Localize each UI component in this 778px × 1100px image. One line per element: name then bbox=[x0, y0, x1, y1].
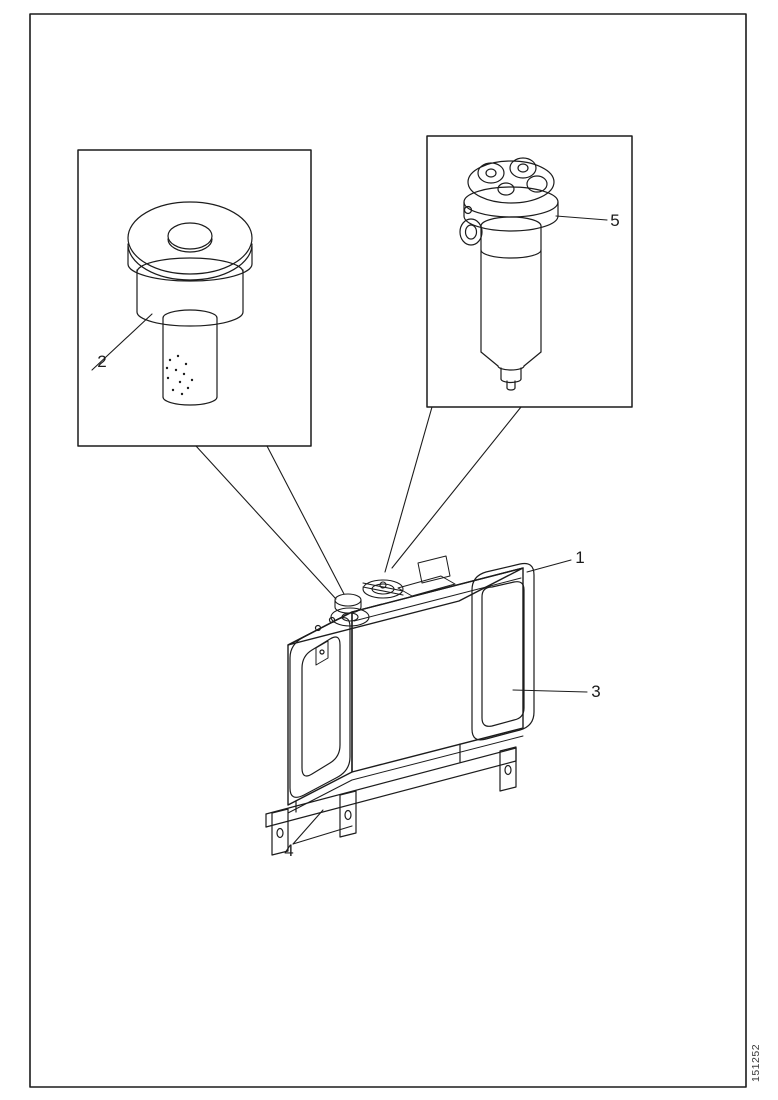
detail-pointer-lines bbox=[195, 406, 522, 600]
leader-line-1 bbox=[526, 559, 572, 573]
leader-line-3 bbox=[512, 689, 588, 693]
breather-detail-drawing bbox=[127, 201, 253, 406]
tank-breather-mount bbox=[330, 593, 370, 627]
detail-box-breather bbox=[77, 149, 312, 447]
tank-drawing bbox=[265, 555, 535, 856]
callout-3-label: 3 bbox=[591, 682, 600, 701]
callout-1-label: 1 bbox=[575, 548, 584, 567]
detail-box-filter bbox=[426, 135, 633, 408]
filter-detail-drawing bbox=[459, 157, 559, 391]
leader-line-2 bbox=[91, 313, 153, 371]
callout-2-label: 2 bbox=[97, 352, 106, 371]
page-border bbox=[29, 13, 747, 1088]
tank-skid bbox=[265, 743, 517, 856]
tank-top-plate bbox=[397, 555, 456, 597]
tank-filter-mount bbox=[362, 579, 404, 599]
doc-number: 151252 bbox=[750, 1044, 762, 1082]
callout-5-label: 5 bbox=[610, 211, 619, 230]
tank-left-hoop bbox=[289, 616, 351, 798]
tank-right-hoop bbox=[471, 562, 535, 741]
callout-4-label: 4 bbox=[284, 841, 293, 860]
leader-line-5 bbox=[555, 215, 608, 221]
stem-stipple bbox=[165, 354, 194, 396]
leader-line-4 bbox=[292, 809, 353, 845]
